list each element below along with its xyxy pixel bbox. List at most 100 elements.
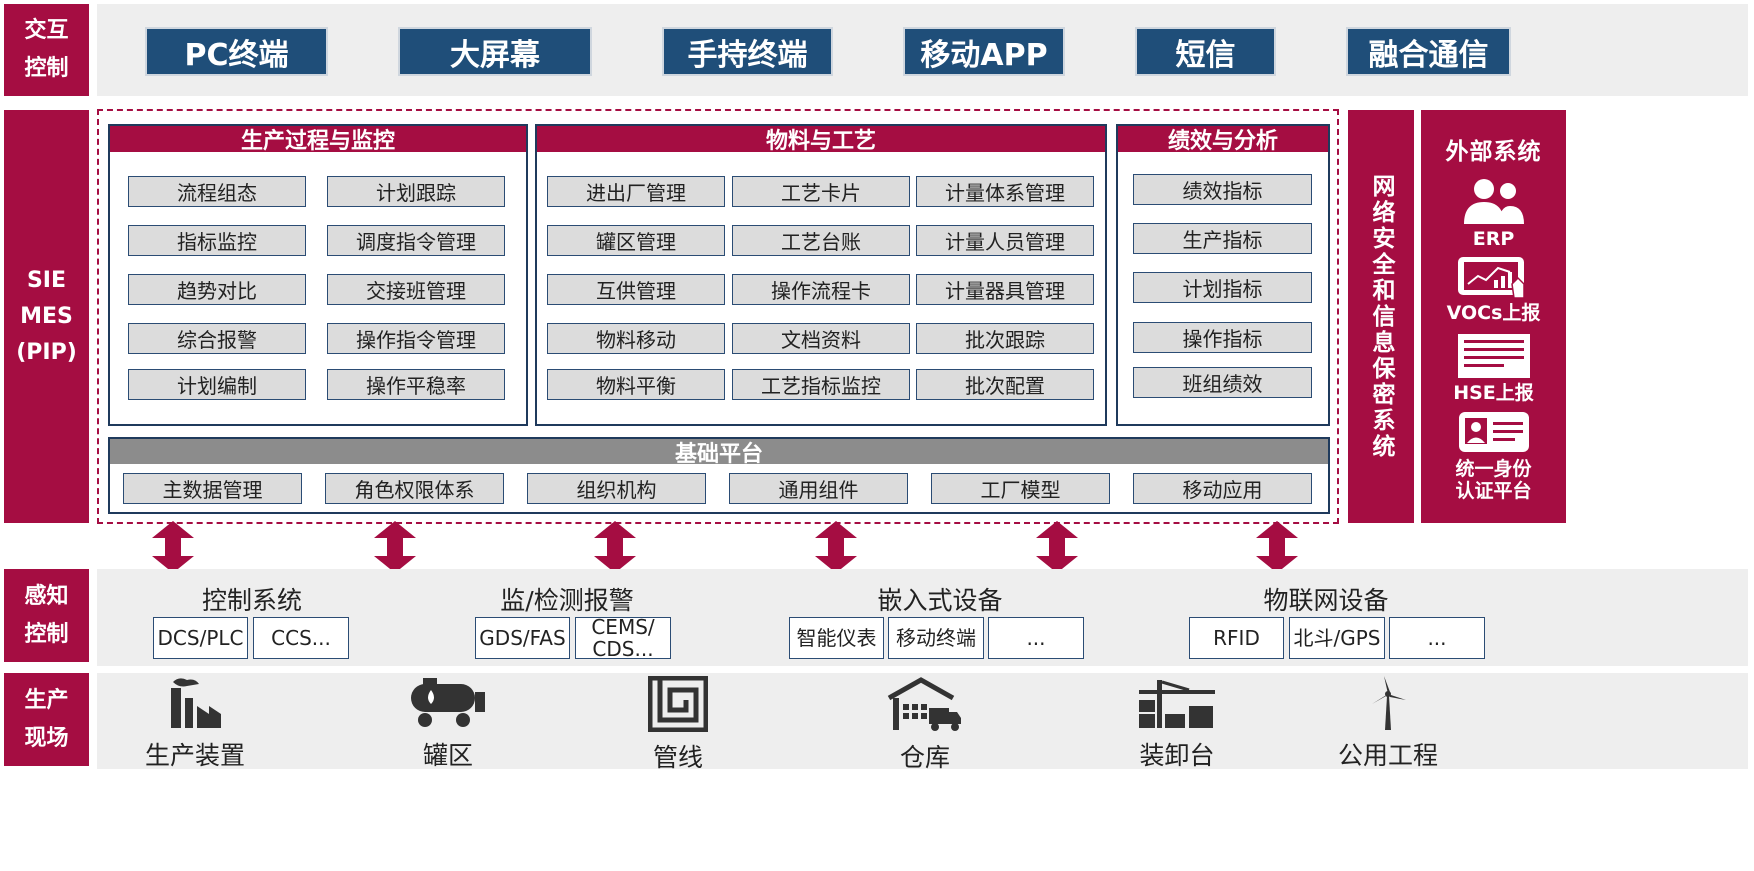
sensing-item[interactable]: 北斗/GPS [1289, 617, 1385, 659]
sensing-item[interactable]: ... [988, 617, 1084, 659]
monitor-icon [1457, 334, 1530, 378]
sensing-item[interactable]: GDS/FAS [475, 617, 570, 659]
module-item[interactable]: 操作平稳率 [327, 369, 505, 400]
base-platform-item[interactable]: 主数据管理 [123, 473, 302, 504]
site-label: 仓库 [899, 743, 950, 772]
external-item-vocs[interactable]: VOCs上报 [1446, 302, 1541, 324]
sensing-group-title: 物联网设备 [1263, 586, 1389, 615]
sensing-group-title: 嵌入式设备 [877, 586, 1003, 615]
site-loading-dock[interactable]: 装卸台 [1117, 676, 1237, 772]
module-item[interactable]: 物料移动 [547, 323, 725, 354]
site-utilities[interactable]: 公用工程 [1328, 676, 1448, 772]
sensing-item[interactable]: ... [1389, 617, 1485, 659]
module-item[interactable]: 工艺台账 [732, 225, 910, 256]
external-item-hse[interactable]: HSE上报 [1453, 382, 1534, 404]
module-item[interactable]: 罐区管理 [547, 225, 725, 256]
site-label: 管线 [652, 743, 703, 772]
panel-title: 生产过程与监控 [110, 126, 526, 154]
module-item[interactable]: 班组绩效 [1133, 367, 1312, 398]
sensing-item[interactable]: DCS/PLC [153, 617, 248, 659]
external-item-identity[interactable]: 统一身份 认证平台 [1455, 458, 1532, 502]
site-label: 生产装置 [144, 741, 245, 770]
panel-title: 绩效与分析 [1118, 126, 1328, 154]
base-platform-panel: 基础平台 [108, 437, 1330, 514]
terminal-pc[interactable]: PC终端 [145, 27, 328, 76]
module-item[interactable]: 综合报警 [128, 323, 306, 354]
panel-title: 物料与工艺 [537, 126, 1105, 154]
site-production-unit[interactable]: 生产装置 [135, 676, 255, 772]
security-system-column: 网络安全和信息保密系统 [1348, 110, 1414, 523]
external-systems-column: 外部系统 ERP VOCs上报 HSE上报 [1421, 110, 1566, 523]
layer-label-sensing: 感知 控制 [4, 569, 89, 662]
layer-label-sie-mes: SIE MES (PIP) [4, 110, 89, 523]
module-item[interactable]: 生产指标 [1133, 223, 1312, 254]
module-item[interactable]: 计划跟踪 [327, 176, 505, 207]
sensing-item[interactable]: CCS... [253, 617, 349, 659]
module-item[interactable]: 计量体系管理 [916, 176, 1094, 207]
module-item[interactable]: 计划编制 [128, 369, 306, 400]
base-platform-title: 基础平台 [110, 439, 1328, 467]
module-item[interactable]: 物料平衡 [547, 369, 725, 400]
module-item[interactable]: 流程组态 [128, 176, 306, 207]
site-pipeline[interactable]: 管线 [618, 676, 738, 774]
module-item[interactable]: 操作指令管理 [327, 323, 505, 354]
module-item[interactable]: 调度指令管理 [327, 225, 505, 256]
module-item[interactable]: 交接班管理 [327, 274, 505, 305]
factory-icon [171, 678, 221, 728]
site-label: 公用工程 [1337, 741, 1438, 770]
site-tank-area[interactable]: 罐区 [388, 676, 508, 772]
base-platform-item[interactable]: 移动应用 [1133, 473, 1312, 504]
base-platform-item[interactable]: 通用组件 [729, 473, 908, 504]
module-item[interactable]: 计量器具管理 [916, 274, 1094, 305]
sensing-item[interactable]: CEMS/ CDS... [575, 616, 671, 660]
base-platform-item[interactable]: 角色权限体系 [325, 473, 504, 504]
bidirectional-arrow [1256, 521, 1298, 573]
security-system-label: 网络安全和信息保密系统 [1368, 173, 1394, 460]
bidirectional-arrow [374, 521, 416, 573]
module-item[interactable]: 操作指标 [1133, 322, 1312, 353]
sensing-group-title: 监/检测报警 [500, 586, 634, 615]
external-item-erp[interactable]: ERP [1472, 228, 1515, 250]
wind-turbine-icon [1372, 676, 1406, 730]
terminal-unified-comm[interactable]: 融合通信 [1346, 27, 1511, 76]
bidirectional-arrow [815, 521, 857, 573]
module-item[interactable]: 工艺指标监控 [732, 369, 910, 400]
sensing-item[interactable]: 移动终端 [888, 617, 984, 659]
tank-truck-icon [411, 678, 485, 727]
module-item[interactable]: 批次跟踪 [916, 323, 1094, 354]
site-label: 装卸台 [1139, 741, 1215, 770]
module-item[interactable]: 批次配置 [916, 369, 1094, 400]
terminal-sms[interactable]: 短信 [1135, 27, 1276, 76]
module-item[interactable]: 工艺卡片 [732, 176, 910, 207]
site-label: 罐区 [422, 741, 473, 770]
module-item[interactable]: 计划指标 [1133, 272, 1312, 303]
module-item[interactable]: 绩效指标 [1133, 174, 1312, 205]
production-band [97, 673, 1748, 769]
terminal-big-screen[interactable]: 大屏幕 [398, 27, 592, 76]
terminal-handheld[interactable]: 手持终端 [662, 27, 833, 76]
id-card-icon [1458, 412, 1529, 452]
bidirectional-arrow [1036, 521, 1078, 573]
module-item[interactable]: 指标监控 [128, 225, 306, 256]
module-item[interactable]: 互供管理 [547, 274, 725, 305]
module-item[interactable]: 趋势对比 [128, 274, 306, 305]
terminal-mobile-app[interactable]: 移动APP [903, 27, 1065, 76]
sensing-item[interactable]: 智能仪表 [789, 617, 884, 659]
module-item[interactable]: 操作流程卡 [732, 274, 910, 305]
base-platform-item[interactable]: 工厂模型 [931, 473, 1110, 504]
module-item[interactable]: 计量人员管理 [916, 225, 1094, 256]
bidirectional-arrow [152, 521, 194, 573]
pipeline-maze-icon [648, 676, 708, 732]
warehouse-truck-icon [887, 677, 961, 731]
base-platform-item[interactable]: 组织机构 [527, 473, 706, 504]
module-item[interactable]: 文档资料 [732, 323, 910, 354]
crane-container-icon [1139, 680, 1215, 728]
sensing-item[interactable]: RFID [1189, 617, 1284, 659]
module-item[interactable]: 进出厂管理 [547, 176, 725, 207]
bidirectional-arrow [594, 521, 636, 573]
users-icon [1463, 179, 1524, 224]
external-systems-title: 外部系统 [1445, 139, 1542, 165]
chart-tablet-icon [1457, 257, 1525, 299]
layer-label-interaction: 交互 控制 [4, 4, 89, 96]
site-warehouse[interactable]: 仓库 [865, 676, 985, 774]
